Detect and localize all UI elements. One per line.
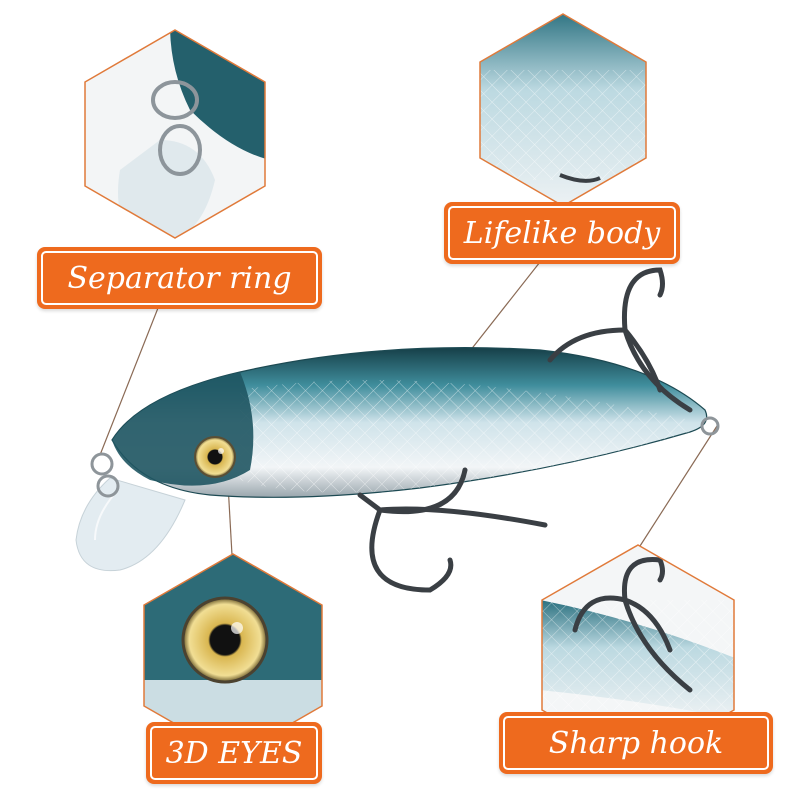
3d-eyes-label: 3D EYES bbox=[146, 722, 322, 784]
treble-hooks bbox=[357, 267, 693, 593]
lifelike-body-label: Lifelike body bbox=[444, 202, 680, 264]
separator-ring-label: Separator ring bbox=[37, 247, 322, 309]
lifelike-body-closeup bbox=[479, 13, 647, 207]
lure-body bbox=[75, 347, 720, 572]
sharp-hook-label: Sharp hook bbox=[499, 712, 773, 774]
separator-ring-closeup bbox=[84, 29, 266, 239]
